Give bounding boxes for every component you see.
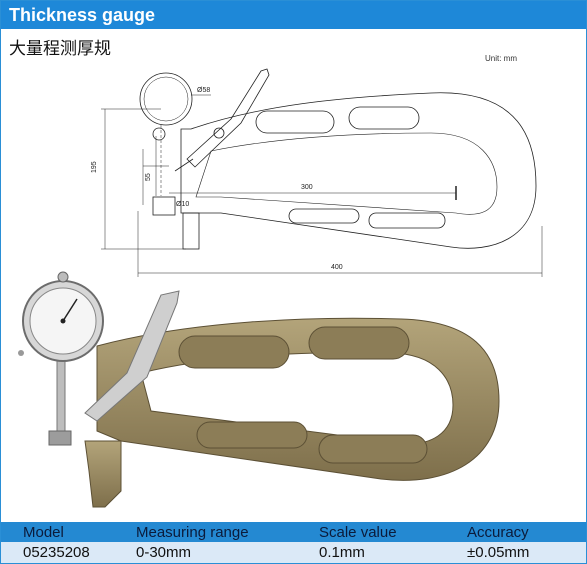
dim-400-label: 400 (331, 264, 343, 271)
page-title: Thickness gauge (9, 5, 156, 25)
header-model: Model (23, 524, 64, 541)
spec-table-header: Model Measuring range Scale value Accura… (1, 522, 586, 542)
dim-phi58-label: Ø58 (197, 87, 210, 94)
header-measuring-range: Measuring range (136, 524, 249, 541)
unit-label: Unit: mm (485, 54, 517, 63)
cell-measuring-range: 0-30mm (136, 544, 192, 561)
dim-300-label: 300 (301, 184, 313, 191)
dim-phi10-label: Ø10 (176, 201, 189, 208)
header-scale-value: Scale value (319, 524, 397, 541)
product-image (18, 271, 500, 508)
cell-scale-value: 0.1mm (319, 544, 365, 561)
cell-model: 05235208 (23, 544, 90, 561)
product-subtitle: 大量程测厚规 (9, 39, 111, 59)
technical-drawing: 195 55 300 400 Ø58 Ø10 (91, 68, 543, 277)
table-row: 05235208 0-30mm 0.1mm ±0.05mm (1, 542, 586, 563)
dim-55-label: 55 (145, 173, 152, 181)
title-bar: Thickness gauge (1, 1, 586, 29)
cell-accuracy: ±0.05mm (467, 544, 530, 561)
header-accuracy: Accuracy (467, 524, 529, 541)
dim-195-label: 195 (91, 161, 98, 173)
